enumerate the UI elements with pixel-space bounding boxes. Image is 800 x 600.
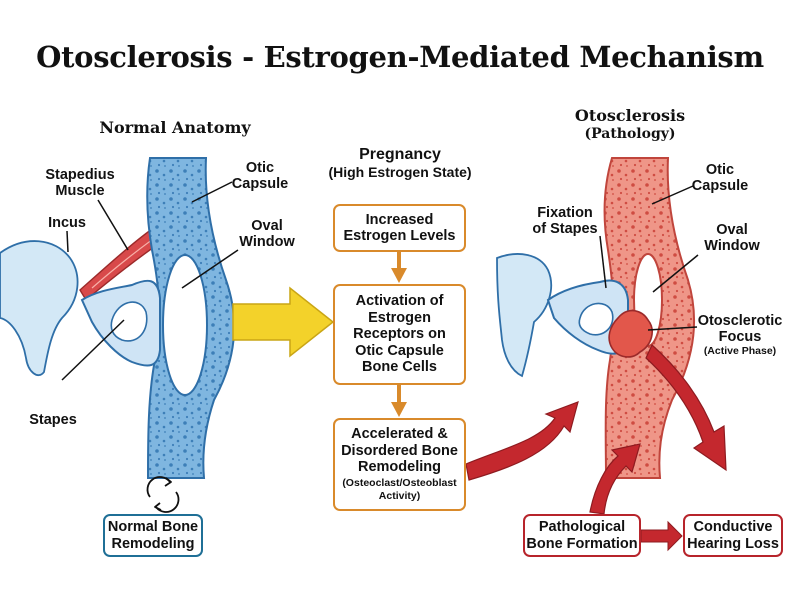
- label-otosclerotic-focus: Otosclerotic Focus (Active Phase): [697, 313, 783, 357]
- red-arrow-pathological: [589, 443, 641, 515]
- label-stapes: Stapes: [29, 412, 77, 428]
- label-otic-capsule-patho: Otic Capsule: [691, 162, 749, 194]
- label-fixation-of-stapes: Fixation of Stapes: [532, 205, 598, 237]
- heading-pregnancy: Pregnancy (High Estrogen State): [328, 146, 472, 180]
- box-conductive-hearing-loss: Conductive Hearing Loss: [683, 514, 783, 557]
- yellow-arrow: [232, 286, 335, 358]
- incus-bone: [0, 240, 79, 377]
- label-stapedius-muscle: Stapedius Muscle: [45, 167, 115, 199]
- diagram-title: Otosclerosis - Estrogen-Mediated Mechani…: [36, 40, 764, 74]
- incus-patho: [496, 253, 553, 378]
- otosclerotic-focus: [608, 309, 653, 358]
- label-otic-capsule-normal: Otic Capsule: [231, 160, 289, 192]
- red-arrow-between-boxes: [640, 520, 683, 552]
- heading-otosclerosis: Otosclerosis (Pathology): [574, 106, 686, 142]
- label-oval-window-normal: Oval Window: [239, 218, 295, 250]
- box-increased-estrogen: Increased Estrogen Levels: [333, 204, 466, 252]
- box-normal-bone-remodeling: Normal Bone Remodeling: [103, 514, 203, 557]
- label-incus: Incus: [48, 215, 86, 231]
- oval-window-normal: [162, 254, 208, 396]
- red-arrow-remodeling: [465, 401, 579, 481]
- box-accelerated-remodeling: Accelerated & Disordered Bone Remodeling…: [333, 418, 466, 511]
- box-activation-receptors: Activation of Estrogen Receptors on Otic…: [333, 284, 466, 385]
- label-oval-window-patho: Oval Window: [704, 222, 760, 254]
- box-pathological-bone-formation: Pathological Bone Formation: [523, 514, 641, 557]
- heading-normal-anatomy: Normal Anatomy: [99, 118, 251, 137]
- red-arrow-hearing: [645, 344, 727, 472]
- cycle-arrows-icon: [146, 476, 180, 513]
